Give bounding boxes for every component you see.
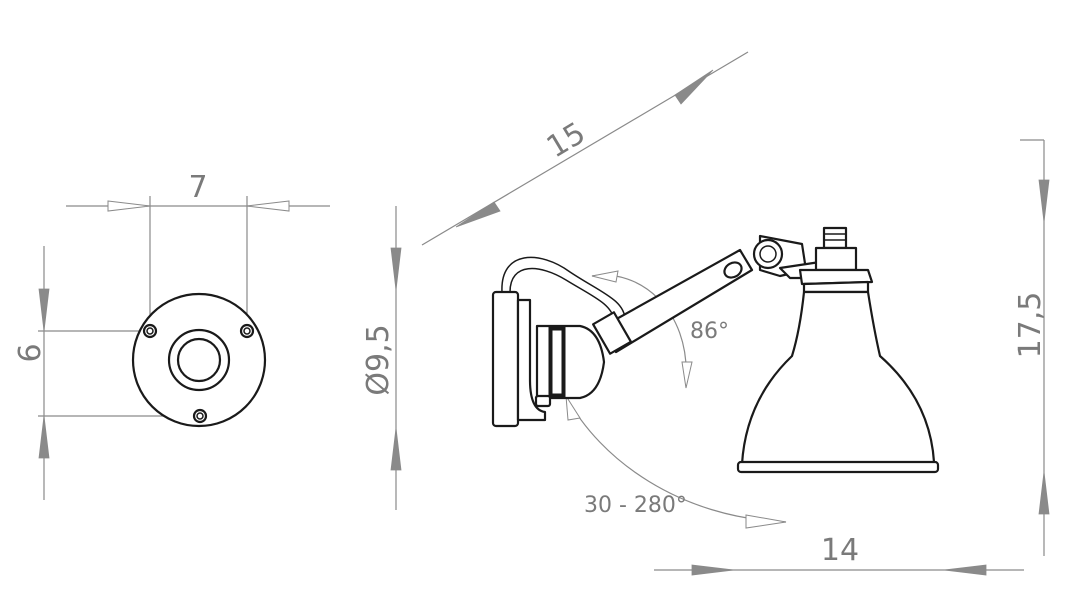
arrow-86-start [591,270,619,283]
shade-rim [736,460,940,474]
dimension-6-label: 6 [13,343,48,362]
arrow-diameter-bottom [390,427,402,471]
screw-hole-top-left-inner [146,327,154,335]
screw-hole-top-right-inner [243,327,251,335]
depth-label: 14 [821,533,859,568]
arrow-30-280-start [565,395,581,421]
arrow-7-right [246,200,290,212]
screw-hole-top-right [239,323,255,339]
wall-bracket [516,298,547,422]
swivel-joint-band-inner [551,329,563,395]
shade-angle-label: 30 - 280° [584,493,687,518]
base-plate-boss-inner [176,337,222,383]
arm-knuckle [723,261,743,279]
arrow-14-right [943,564,987,576]
power-cable [501,256,626,321]
arrow-height-top [1038,179,1050,223]
diameter-label: Ø9,5 [361,324,396,395]
arm-length-label: 15 [541,116,592,166]
pivot-knob-outer [752,238,784,270]
screw-hole-top-left [142,323,158,339]
arrow-30-280-end [745,514,787,529]
lamp-shade [740,290,936,466]
arrow-7-left [107,200,151,212]
height-dimension: 17,5 [1013,139,1050,556]
base-plate-front-view: 7 6 [13,170,330,500]
arrow-15-lower [455,201,501,228]
lamp-side-view [491,226,940,474]
arrow-diameter-top [390,247,402,291]
diameter-dimension: Ø9,5 [361,206,402,510]
dimension-7-label: 7 [188,170,207,205]
swivel-joint-body [535,324,606,400]
shade-collar-ring [802,280,870,294]
socket-cap [822,226,848,250]
arrow-6-top [38,288,50,332]
arrow-height-bottom [1038,471,1050,515]
shade-collar [798,268,874,286]
arrow-15-upper [674,69,714,105]
arm-length-dimension: 15 [421,51,749,246]
screw-hole-bottom-inner [196,412,204,420]
arrow-6-bottom [38,415,50,459]
power-cable-inner [509,267,615,321]
arm-angle-label: 86° [690,319,729,344]
height-label: 17,5 [1013,292,1048,359]
socket-housing [814,246,858,272]
pivot-knob-inner [759,245,777,263]
arrow-86-end [681,361,693,389]
arm-base-clip [592,311,632,355]
arrow-14-left [691,564,735,576]
depth-dimension: 14 [654,533,1024,576]
wall-plate-side [491,290,520,428]
shade-rotation-angle: 30 - 280° [565,395,787,529]
screw-hole-bottom [192,408,208,424]
set-screw [534,394,552,408]
